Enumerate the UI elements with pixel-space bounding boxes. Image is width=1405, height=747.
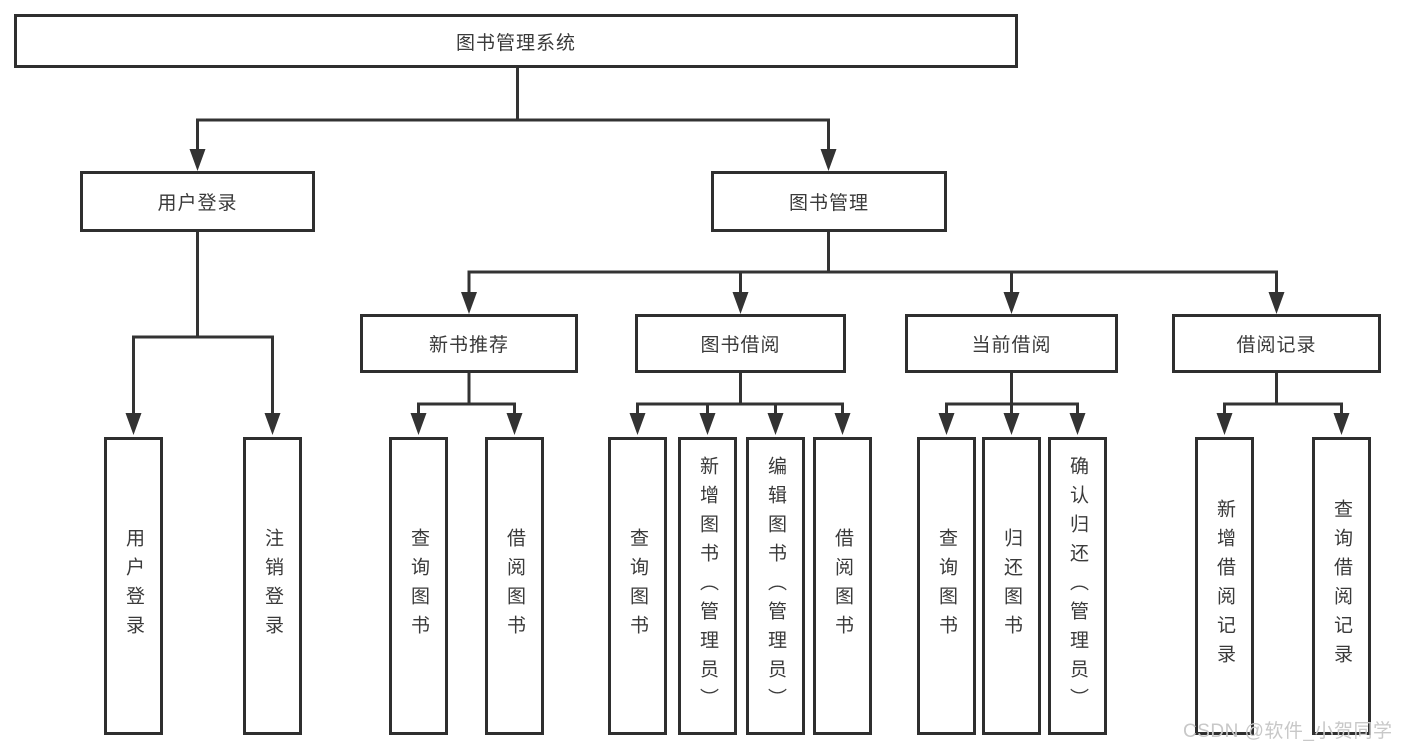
leaf-query-borrow-record: 查询借阅记录	[1312, 437, 1371, 735]
book-management-branch	[461, 231, 1285, 314]
leaf-label: 查询图书	[936, 528, 957, 644]
csdn-watermark: CSDN @软件_小贺同学	[1183, 721, 1393, 742]
leaf-label: 用户登录	[123, 528, 144, 644]
leaf-add-books-admin: 新增图书（管理员）	[678, 437, 737, 735]
new-book-recommend-branch	[410, 372, 523, 435]
user-login-branch	[125, 231, 281, 435]
leaf-add-borrow-record: 新增借阅记录	[1195, 437, 1254, 735]
leaf-label: 查询借阅记录	[1331, 499, 1352, 673]
root-branch	[189, 67, 837, 171]
leaf-label: 新增借阅记录	[1214, 499, 1235, 673]
node-new-book-recommend: 新书推荐	[360, 314, 578, 373]
leaf-label: 新增图书（管理员）	[697, 455, 718, 717]
leaf-edit-books-admin: 编辑图书（管理员）	[746, 437, 805, 735]
leaf-label: 借阅图书	[504, 528, 525, 644]
leaf-logout: 注销登录	[243, 437, 302, 735]
leaf-label: 查询图书	[627, 528, 648, 644]
leaf-label: 编辑图书（管理员）	[765, 455, 786, 717]
leaf-borrow-books-recommend: 借阅图书	[485, 437, 544, 735]
node-library-management-system: 图书管理系统	[14, 14, 1018, 68]
leaf-query-books-borrow: 查询图书	[608, 437, 667, 735]
node-borrow-record: 借阅记录	[1172, 314, 1381, 373]
leaf-query-books-recommend: 查询图书	[389, 437, 448, 735]
node-book-borrow: 图书借阅	[635, 314, 846, 373]
node-current-borrow: 当前借阅	[905, 314, 1118, 373]
node-user-login: 用户登录	[80, 171, 315, 232]
leaf-label: 借阅图书	[832, 528, 853, 644]
book-borrow-branch	[629, 372, 851, 435]
leaf-label: 注销登录	[262, 528, 283, 644]
leaf-confirm-return-admin: 确认归还（管理员）	[1048, 437, 1107, 735]
leaf-borrow-books: 借阅图书	[813, 437, 872, 735]
node-book-management: 图书管理	[711, 171, 947, 232]
leaf-query-books-current: 查询图书	[917, 437, 976, 735]
borrow-record-branch	[1216, 372, 1350, 435]
leaf-label: 确认归还（管理员）	[1067, 455, 1088, 717]
current-borrow-branch	[938, 372, 1086, 435]
leaf-label: 查询图书	[408, 528, 429, 644]
leaf-user-login: 用户登录	[104, 437, 163, 735]
leaf-return-books: 归还图书	[982, 437, 1041, 735]
leaf-label: 归还图书	[1001, 528, 1022, 644]
